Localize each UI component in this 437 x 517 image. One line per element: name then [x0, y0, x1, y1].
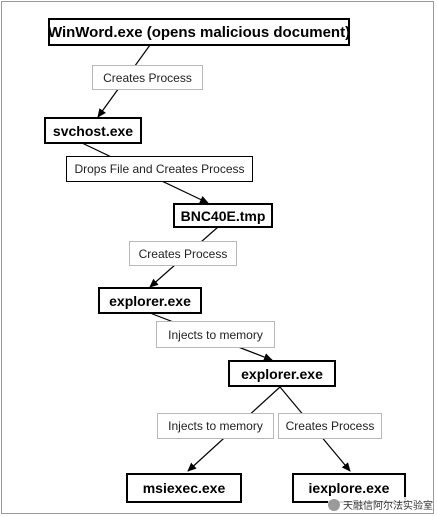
label-svchost-bnc40e: Drops File and Creates Process [66, 156, 253, 182]
label-bnc40e-explorer: Creates Process [129, 241, 237, 266]
wechat-icon [328, 498, 340, 511]
label-explorer-msiexec: Injects to memory [157, 413, 274, 439]
node-svchost: svchost.exe [44, 117, 142, 144]
watermark: 天融信阿尔法实验室 [328, 497, 433, 512]
label-explorer-iexplore: Creates Process [278, 413, 382, 439]
node-msiexec: msiexec.exe [126, 473, 242, 503]
node-winword: WinWord.exe (opens malicious document) [48, 18, 350, 46]
label-explorer-explorer: Injects to memory [156, 321, 275, 348]
label-winword-svchost: Creates Process [92, 65, 203, 90]
node-bnc40e: BNC40E.tmp [173, 203, 273, 228]
node-explorer-1: explorer.exe [98, 287, 202, 314]
node-explorer-2: explorer.exe [228, 360, 336, 387]
watermark-text: 天融信阿尔法实验室 [343, 501, 433, 512]
